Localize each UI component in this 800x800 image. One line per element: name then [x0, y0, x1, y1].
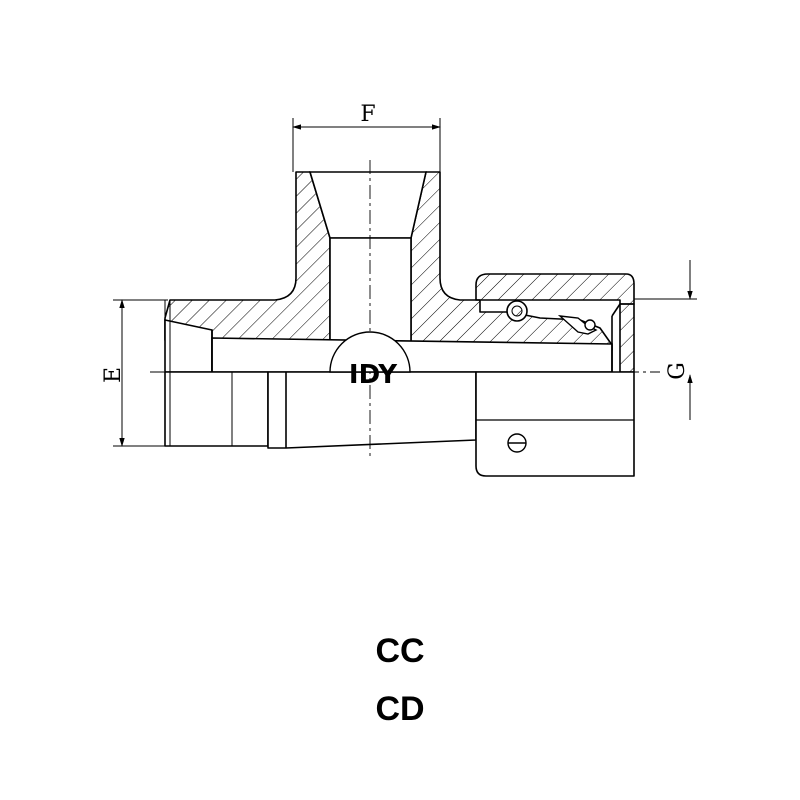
body-lower: [164, 330, 477, 449]
lock-hole: [507, 433, 527, 453]
dimension-f: [292, 118, 441, 172]
brand-mark: IDY: [349, 360, 398, 390]
swivel-nut: [475, 273, 635, 477]
dimension-g-label: G: [665, 362, 690, 380]
model-code-cd: CD: [375, 690, 425, 728]
cutting-ring: [557, 315, 598, 335]
dimension-e-label: E: [101, 367, 126, 383]
o-ring: [506, 300, 528, 322]
model-code-cc: CC: [375, 632, 425, 670]
brand-badge: [329, 331, 411, 373]
dimension-f-label: F: [360, 102, 375, 127]
thread-lines: [164, 300, 233, 446]
dimension-g: [634, 260, 697, 420]
dimension-e: [113, 299, 168, 447]
